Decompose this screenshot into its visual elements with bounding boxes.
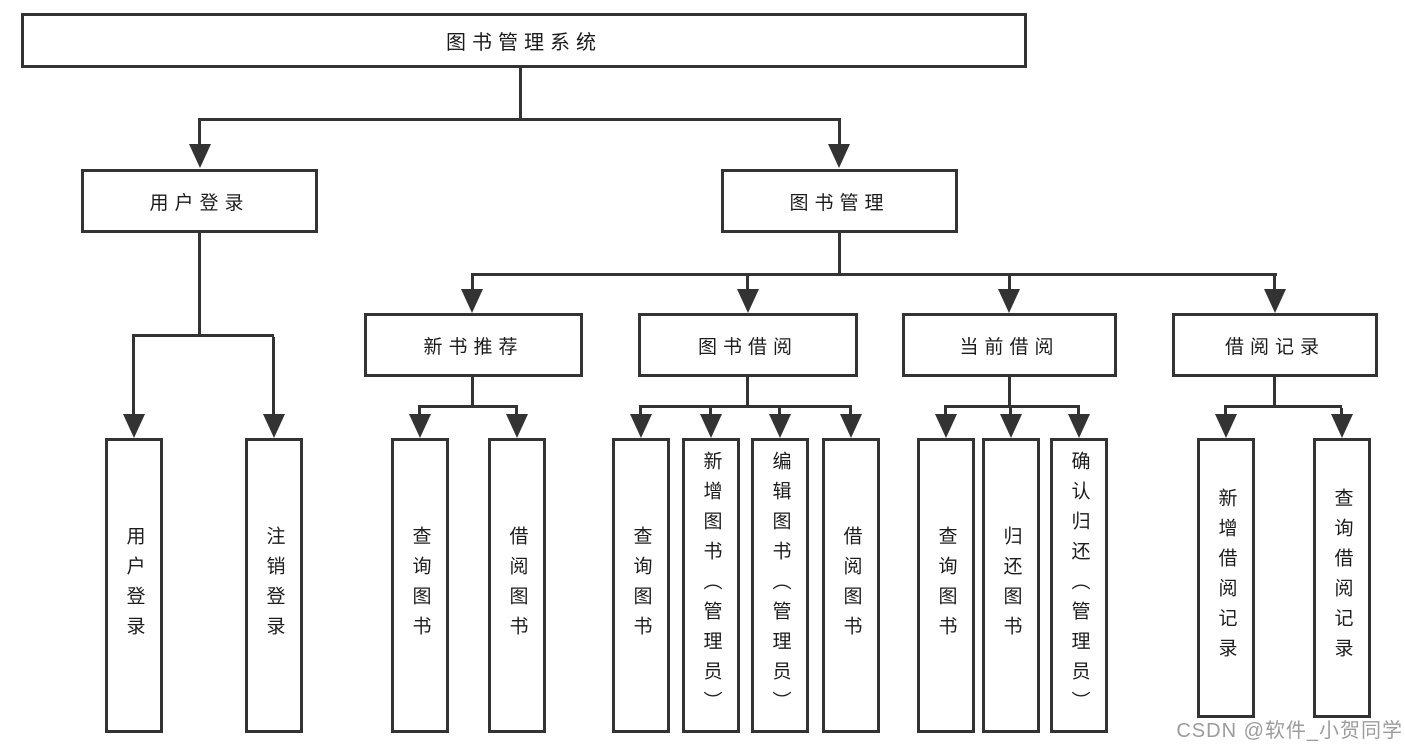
node-borrow-records-label: 借阅记录 (1224, 336, 1325, 358)
leaf-recommend-borrow-books-label: 借阅图书 (506, 525, 528, 646)
leaf-borrowing-query-books-label: 查询图书 (630, 525, 652, 646)
leaf-borrowing-borrow-books: 借阅图书 (822, 438, 880, 733)
connector-line (1009, 408, 1012, 416)
leaf-borrowing-add-books: 新增图书（管理员） (682, 438, 740, 733)
connector-line (519, 68, 522, 121)
leaf-current-return-books-label: 归还图书 (1000, 525, 1022, 646)
leaf-current-return-books: 归还图书 (982, 438, 1040, 733)
arrow-down-icon (700, 414, 722, 438)
arrow-down-icon (769, 414, 791, 438)
connector-line (709, 408, 712, 416)
node-book-borrowing-label: 图书借阅 (697, 336, 798, 358)
connector-line (838, 233, 841, 276)
leaf-records-query-record: 查询借阅记录 (1313, 438, 1371, 718)
connector-line (515, 408, 518, 416)
connector-line (1008, 276, 1011, 291)
leaf-user-login: 用户登录 (105, 438, 163, 733)
connector-line (418, 405, 518, 408)
node-book-management-label: 图书管理 (789, 192, 890, 214)
node-user-login: 用户登录 (81, 169, 318, 233)
leaf-current-confirm-return: 确认归还（管理员） (1050, 438, 1108, 733)
arrow-down-icon (409, 414, 431, 438)
connector-line (849, 408, 852, 416)
leaf-borrowing-edit-books-label: 编辑图书（管理员） (769, 450, 791, 721)
connector-line (1224, 408, 1227, 416)
connector-line (1273, 276, 1276, 291)
connector-line (639, 405, 852, 408)
connector-line (471, 377, 474, 408)
connector-line (778, 408, 781, 416)
leaf-current-confirm-return-label: 确认归还（管理员） (1068, 450, 1090, 721)
arrow-down-icon (461, 289, 483, 313)
leaf-logout-label: 注销登录 (263, 525, 285, 646)
leaf-recommend-borrow-books: 借阅图书 (488, 438, 546, 733)
arrow-down-icon (1215, 414, 1237, 438)
connector-line (838, 121, 841, 147)
leaf-current-query-books-label: 查询图书 (935, 525, 957, 646)
connector-line (418, 408, 421, 416)
connector-line (944, 405, 1080, 408)
connector-line (198, 118, 841, 121)
connector-line (198, 121, 201, 147)
leaf-records-add-record-label: 新增借阅记录 (1215, 488, 1237, 668)
arrow-down-icon (630, 414, 652, 438)
connector-line (1273, 377, 1276, 408)
arrow-down-icon (263, 414, 285, 438)
connector-line (1224, 405, 1342, 408)
node-current-borrowing: 当前借阅 (902, 313, 1117, 377)
leaf-records-add-record: 新增借阅记录 (1197, 438, 1255, 718)
connector-line (1340, 408, 1343, 416)
arrow-down-icon (840, 414, 862, 438)
connector-line (471, 276, 474, 291)
node-new-book-recommendation-label: 新书推荐 (423, 336, 524, 358)
csdn-watermark-text: CSDN @软件_小贺同学 (1176, 720, 1403, 742)
leaf-borrowing-add-books-label: 新增图书（管理员） (700, 450, 722, 721)
connector-line (132, 337, 135, 415)
connector-line (132, 334, 274, 337)
arrow-down-icon (935, 414, 957, 438)
connector-line (639, 408, 642, 416)
leaf-logout: 注销登录 (245, 438, 303, 733)
arrow-down-icon (737, 289, 759, 313)
connector-line (1077, 408, 1080, 416)
node-current-borrowing-label: 当前借阅 (959, 336, 1060, 358)
connector-line (944, 408, 947, 416)
node-new-book-recommendation: 新书推荐 (364, 313, 583, 377)
csdn-watermark: CSDN @软件_小贺同学 (1145, 714, 1403, 743)
arrow-down-icon (1264, 289, 1286, 313)
node-library-system-label: 图书管理系统 (446, 32, 602, 54)
connector-line (198, 233, 201, 337)
arrow-down-icon (1000, 414, 1022, 438)
connector-line (1008, 377, 1011, 408)
node-borrow-records: 借阅记录 (1172, 313, 1378, 377)
connector-line (272, 337, 275, 415)
arrow-down-icon (998, 289, 1020, 313)
arrow-down-icon (828, 144, 850, 168)
arrow-down-icon (506, 414, 528, 438)
connector-line (746, 276, 749, 291)
node-book-management: 图书管理 (721, 169, 958, 233)
leaf-borrowing-borrow-books-label: 借阅图书 (840, 525, 862, 646)
arrow-down-icon (123, 414, 145, 438)
arrow-down-icon (1068, 414, 1090, 438)
connector-line (471, 273, 1277, 276)
leaf-recommend-query-books-label: 查询图书 (409, 525, 431, 646)
leaf-recommend-query-books: 查询图书 (391, 438, 449, 733)
arrow-down-icon (1331, 414, 1353, 438)
node-book-borrowing: 图书借阅 (638, 313, 858, 377)
node-user-login-label: 用户登录 (149, 192, 250, 214)
arrow-down-icon (189, 144, 211, 168)
node-library-system: 图书管理系统 (21, 13, 1027, 68)
leaf-current-query-books: 查询图书 (917, 438, 975, 733)
leaf-borrowing-query-books: 查询图书 (612, 438, 670, 733)
leaf-records-query-record-label: 查询借阅记录 (1331, 488, 1353, 668)
connector-line (746, 377, 749, 408)
leaf-borrowing-edit-books: 编辑图书（管理员） (751, 438, 809, 733)
leaf-user-login-label: 用户登录 (123, 525, 145, 646)
